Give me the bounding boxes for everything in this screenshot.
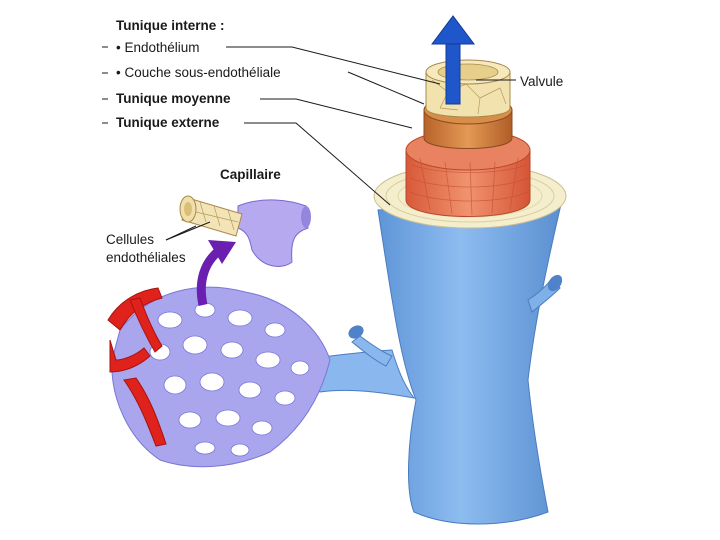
arteriole-top xyxy=(129,297,163,353)
capillary-detail xyxy=(179,195,311,267)
capillary-detail-cells xyxy=(195,201,239,231)
vein-right-branch-opening xyxy=(547,274,563,292)
curved-purple-arrow xyxy=(196,240,236,306)
leader-tunique-moyenne xyxy=(260,98,413,129)
vein-body xyxy=(377,199,563,525)
capillary-meshes xyxy=(149,302,310,457)
leader-tunique-externe xyxy=(244,122,391,206)
label-tunique-interne: Tunique interne : xyxy=(116,18,225,33)
curved-arrow-body xyxy=(196,246,223,306)
label-couche-sous-endotheliale: • Couche sous-endothéliale xyxy=(116,65,281,80)
label-endothelium: • Endothélium xyxy=(116,40,200,55)
label-cellules-line2: endothéliales xyxy=(106,250,186,265)
leader-sous-endotheliale xyxy=(347,71,425,105)
vein-upper-tributary xyxy=(351,335,393,367)
vein-upper-tributary-opening xyxy=(348,325,364,339)
arteriole-lower xyxy=(123,377,167,447)
vein xyxy=(299,199,563,525)
label-tunique-moyenne: Tunique moyenne xyxy=(116,91,231,106)
blood-flow-up-arrow xyxy=(431,15,475,105)
capillary-detail-purple-vessel xyxy=(237,199,309,267)
tunica-media-fibers xyxy=(409,157,529,216)
capillary-detail-purple-opening xyxy=(301,206,311,228)
capillary-bed xyxy=(107,286,331,468)
label-valvule: Valvule xyxy=(520,74,564,89)
label-cellules-line1: Cellules xyxy=(106,232,155,247)
arteriole xyxy=(107,287,167,447)
leader-cellules-2 xyxy=(165,221,211,241)
capillary-detail-lumen xyxy=(184,202,192,216)
blood-flow-arrow-shaft xyxy=(445,41,461,105)
blood-flow-arrow-head xyxy=(431,15,475,45)
leader-lines xyxy=(102,46,516,241)
leader-endothelium xyxy=(226,46,441,85)
curved-arrow-head xyxy=(208,240,236,264)
arteriole-branch xyxy=(109,339,151,373)
label-tunique-externe: Tunique externe xyxy=(116,115,220,130)
label-capillaire: Capillaire xyxy=(220,167,281,182)
